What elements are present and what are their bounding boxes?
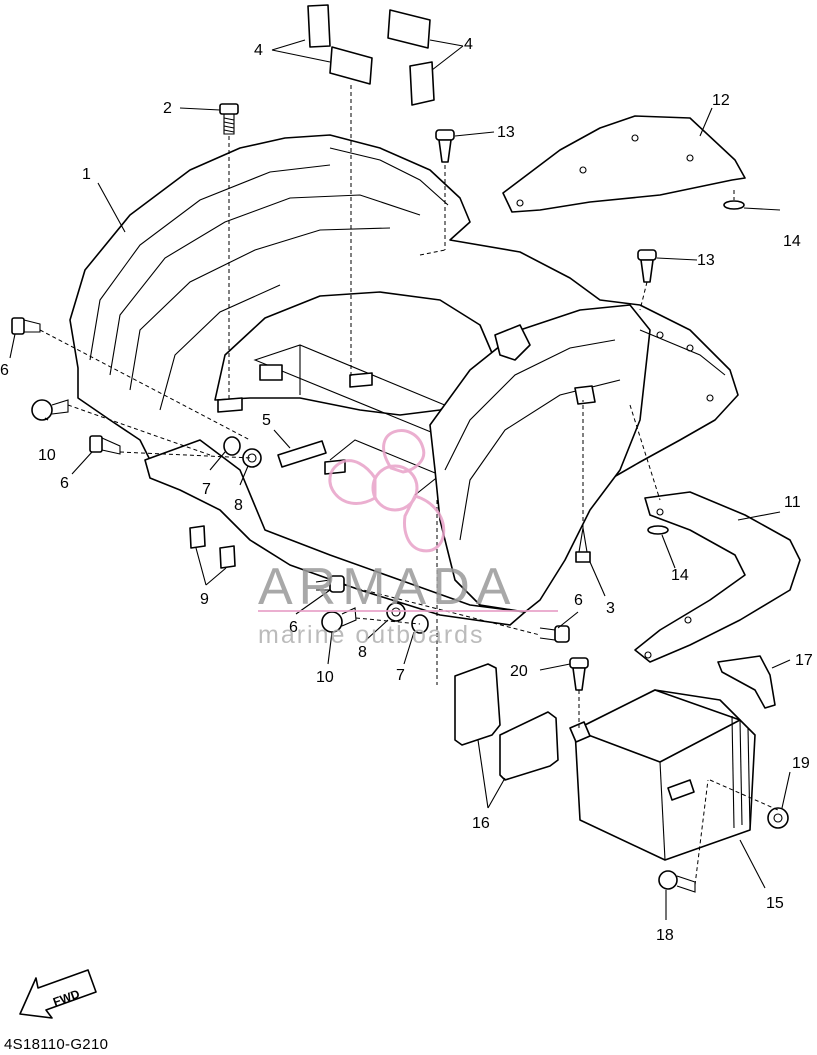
callout-5: 5 <box>262 412 271 429</box>
callout-13b: 13 <box>697 252 715 269</box>
part-10-clip-left <box>31 399 69 421</box>
part-14-washer-upper <box>723 200 745 210</box>
callout-4a: 4 <box>254 42 263 59</box>
part-12-flap <box>502 115 746 213</box>
part-6-bolt-center <box>315 575 345 593</box>
part-4-pads <box>307 4 435 106</box>
callout-10b: 10 <box>316 669 334 686</box>
callout-9: 9 <box>200 591 209 608</box>
assembly-lines <box>39 85 779 886</box>
part-7-washer-left <box>223 436 241 456</box>
callout-2: 2 <box>163 100 172 117</box>
callout-7b: 7 <box>396 667 405 684</box>
callout-7a: 7 <box>202 481 211 498</box>
part-16-reflectors <box>454 663 559 781</box>
callout-15: 15 <box>766 895 784 912</box>
part-6-bolt-left-upper <box>11 317 41 335</box>
part-19-nut <box>767 807 789 829</box>
callout-17: 17 <box>795 652 813 669</box>
watermark-title: ARMADA <box>258 558 516 616</box>
callout-6d: 6 <box>574 592 583 609</box>
callout-19: 19 <box>792 755 810 772</box>
part-11-flap <box>634 491 801 663</box>
propeller-logo-icon <box>328 429 446 553</box>
callout-12: 12 <box>712 92 730 109</box>
part-9-clip-b <box>219 545 236 569</box>
callouts: 1 2 3 4 4 5 6 6 6 6 7 7 8 8 9 10 10 11 1… <box>0 36 813 944</box>
callout-8b: 8 <box>358 644 367 661</box>
callout-16: 16 <box>472 815 490 832</box>
part-17-bracket <box>717 655 776 709</box>
callout-20: 20 <box>510 663 528 680</box>
part-6-bolt-left-lower <box>89 435 121 455</box>
part-13-rivet-lower <box>637 249 657 283</box>
drawing-code: 4S18110-G210 <box>4 1036 109 1053</box>
callout-6c: 6 <box>289 619 298 636</box>
part-9-clip-a <box>189 525 206 549</box>
callout-6b: 6 <box>60 475 69 492</box>
callout-11: 11 <box>784 494 801 511</box>
callout-8a: 8 <box>234 497 243 514</box>
part-13-rivet-upper <box>435 129 455 163</box>
callout-6a: 6 <box>0 362 9 379</box>
armada-watermark: ARMADA marine outboards <box>258 429 558 649</box>
part-18-bolt <box>658 870 696 893</box>
watermark-subtitle: marine outboards <box>258 621 485 649</box>
callout-3: 3 <box>606 600 615 617</box>
part-14-washer-lower <box>647 525 669 535</box>
callout-10a: 10 <box>38 447 56 464</box>
part-1-rear-fender <box>69 134 739 626</box>
callout-14a: 14 <box>783 233 801 250</box>
part-2-bolt <box>219 103 239 135</box>
callout-1: 1 <box>82 166 91 183</box>
leader-lines <box>9 39 791 920</box>
callout-18: 18 <box>656 927 674 944</box>
part-3-screw <box>575 527 591 563</box>
fwd-arrow-icon: FWD <box>19 969 97 1019</box>
part-5-pad <box>277 440 327 468</box>
callout-4b: 4 <box>464 36 473 53</box>
callout-14b: 14 <box>671 567 689 584</box>
part-6-bolt-right <box>539 625 570 643</box>
part-20-rivet <box>569 657 589 691</box>
part-8-nut-left <box>242 448 262 468</box>
callout-13a: 13 <box>497 124 515 141</box>
part-15-tail-lamp <box>569 689 756 861</box>
